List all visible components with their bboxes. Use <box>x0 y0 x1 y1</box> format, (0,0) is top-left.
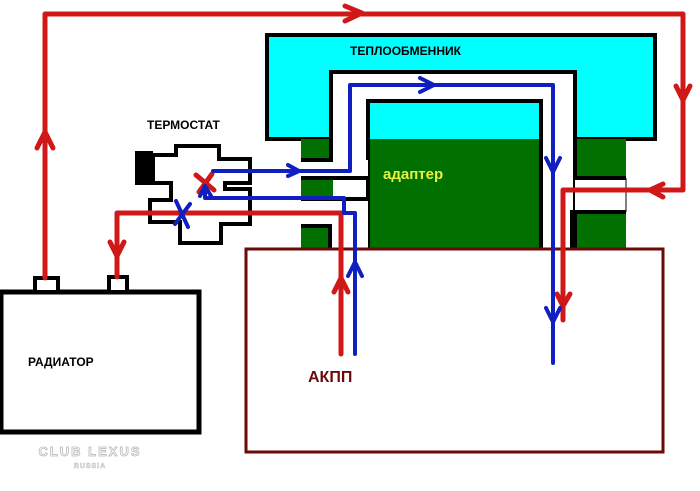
closed-valve-x-icon <box>193 171 217 195</box>
watermark-line2: RUSSIA <box>74 463 106 470</box>
arrow-down-icon <box>544 306 562 324</box>
arrow-down-icon <box>544 156 562 174</box>
arrow-right-icon <box>418 76 436 94</box>
open-valve-x-icon <box>173 199 192 229</box>
arrow-down-icon <box>673 83 693 103</box>
transmission: АКПП <box>244 247 665 454</box>
thermostat-cap <box>135 151 153 185</box>
watermark-line1: CLUB LEXUS <box>38 444 141 459</box>
radiator-body <box>0 289 202 435</box>
arrow-down-icon <box>554 291 573 309</box>
radiator: РАДИАТОР <box>0 275 202 435</box>
arrow-left-icon <box>647 181 666 200</box>
arrow-up-icon <box>346 260 364 278</box>
arrow-up-icon <box>198 184 213 198</box>
arrow-up-icon <box>34 129 56 151</box>
arrow-up-icon <box>331 275 351 295</box>
channel-top-white <box>333 74 573 101</box>
cold-flow-through-exchanger <box>211 83 555 365</box>
inner-cyan <box>370 103 540 139</box>
transmission-label: АКПП <box>308 369 352 386</box>
radiator-label: РАДИАТОР <box>28 355 94 369</box>
thermostat: ТЕРМОСТАТ <box>135 118 252 245</box>
hot-flow <box>34 3 693 357</box>
heat-exchanger-label: ТЕПЛООБМЕННИК <box>350 44 462 58</box>
right-port <box>575 178 626 212</box>
channel-outer-wall <box>329 70 577 139</box>
watermark: CLUB LEXUS RUSSIA <box>38 444 141 471</box>
radiator-outlet-port <box>33 276 60 294</box>
arrow-right-icon <box>342 3 365 24</box>
thermostat-label: ТЕРМОСТАТ <box>147 118 221 132</box>
transmission-body <box>244 247 665 454</box>
cold-flow-in <box>203 184 357 356</box>
arrow-down-icon <box>107 239 127 259</box>
cold-flow <box>173 76 562 365</box>
arrow-right-icon <box>286 163 301 178</box>
adapter-label: адаптер <box>383 166 443 183</box>
